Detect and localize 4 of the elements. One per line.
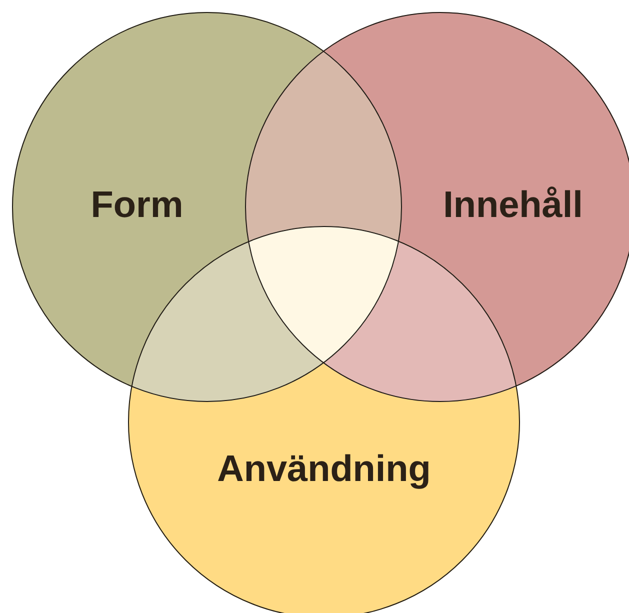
venn-circle xyxy=(12,12,402,402)
circle-label: Innehåll xyxy=(443,184,583,226)
circle-label: Användning xyxy=(217,448,431,490)
circle-label: Form xyxy=(90,184,184,226)
